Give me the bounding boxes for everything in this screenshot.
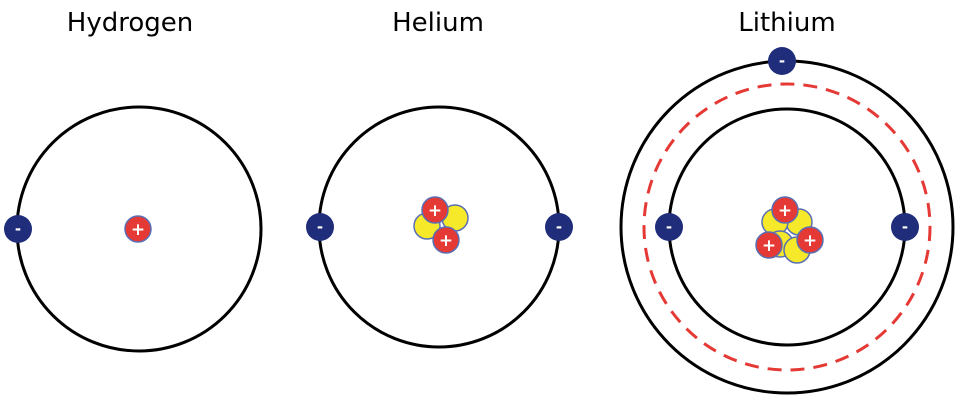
electron-sign: -: [15, 220, 21, 238]
electron: -: [4, 215, 32, 243]
helium-atom: Helium + + - -: [306, 8, 573, 349]
electron: -: [655, 213, 683, 241]
helium-nucleus: + +: [413, 196, 469, 254]
hydrogen-title: Hydrogen: [67, 8, 193, 38]
lithium-nucleus: + + +: [755, 196, 824, 264]
electron-sign: -: [317, 218, 323, 236]
proton-sign: +: [778, 201, 792, 221]
electron: -: [545, 213, 573, 241]
electron: -: [306, 213, 334, 241]
proton-sign: +: [131, 220, 145, 240]
proton-sign: +: [762, 236, 776, 256]
electron-sign: -: [666, 218, 672, 236]
helium-title: Helium: [392, 8, 484, 38]
lithium-atom: Lithium + + + -: [619, 8, 955, 395]
proton-sign: +: [803, 231, 817, 251]
electron: -: [891, 213, 919, 241]
proton: +: [771, 196, 799, 224]
electron: -: [768, 47, 796, 75]
lithium-dashed-orbit: [642, 82, 932, 372]
hydrogen-nucleus: +: [124, 215, 152, 243]
electron-sign: -: [779, 52, 785, 70]
proton: +: [124, 215, 152, 243]
proton: +: [432, 226, 460, 254]
electron-sign: -: [902, 218, 908, 236]
proton-sign: +: [428, 201, 442, 221]
proton: +: [755, 231, 783, 259]
proton: +: [421, 196, 449, 224]
proton-sign: +: [439, 231, 453, 251]
electron-sign: -: [556, 218, 562, 236]
hydrogen-atom: Hydrogen + -: [4, 8, 263, 353]
lithium-title: Lithium: [738, 8, 835, 38]
proton: +: [796, 226, 824, 254]
